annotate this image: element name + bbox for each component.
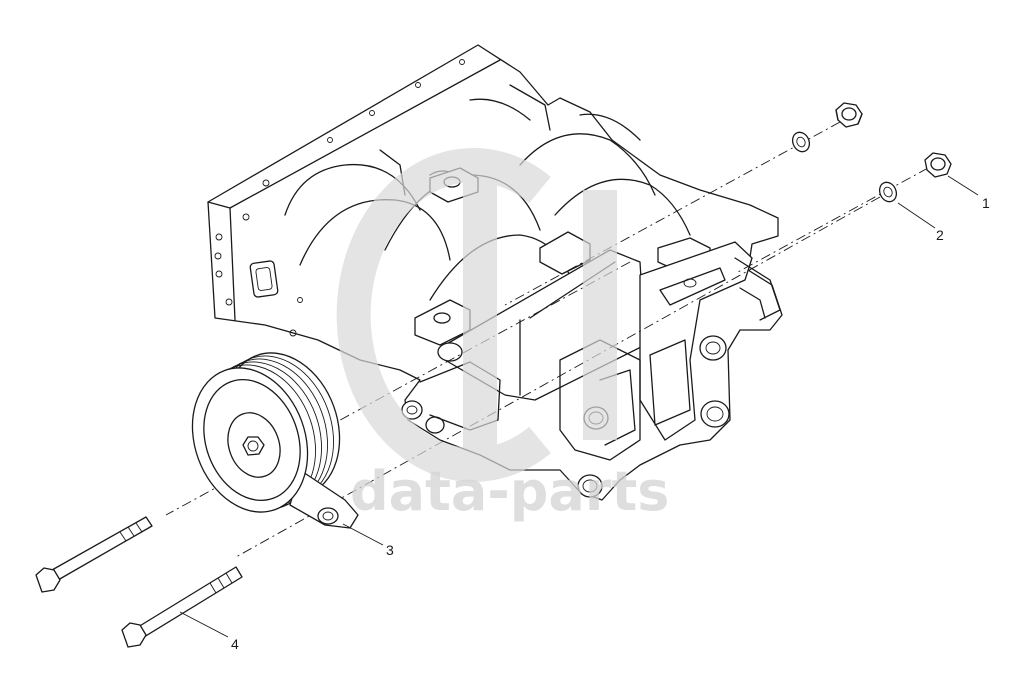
watermark: data-parts [336,148,669,523]
nut-lower [924,152,952,178]
watermark-text: data-parts [350,460,669,523]
callout-3: 3 [386,542,394,558]
callout-1: 1 [982,195,990,211]
nut-upper [835,102,863,128]
callouts: 1 2 3 4 [179,175,990,652]
washer-upper [791,131,811,153]
washer-lower [878,181,898,203]
bolt-lower [121,566,243,648]
bolt-upper [35,516,153,593]
callout-4: 4 [231,636,239,652]
block-front-holes [214,59,465,337]
callout-2: 2 [936,227,944,243]
watermark-logo [336,148,617,482]
idler-pulley [191,352,359,529]
